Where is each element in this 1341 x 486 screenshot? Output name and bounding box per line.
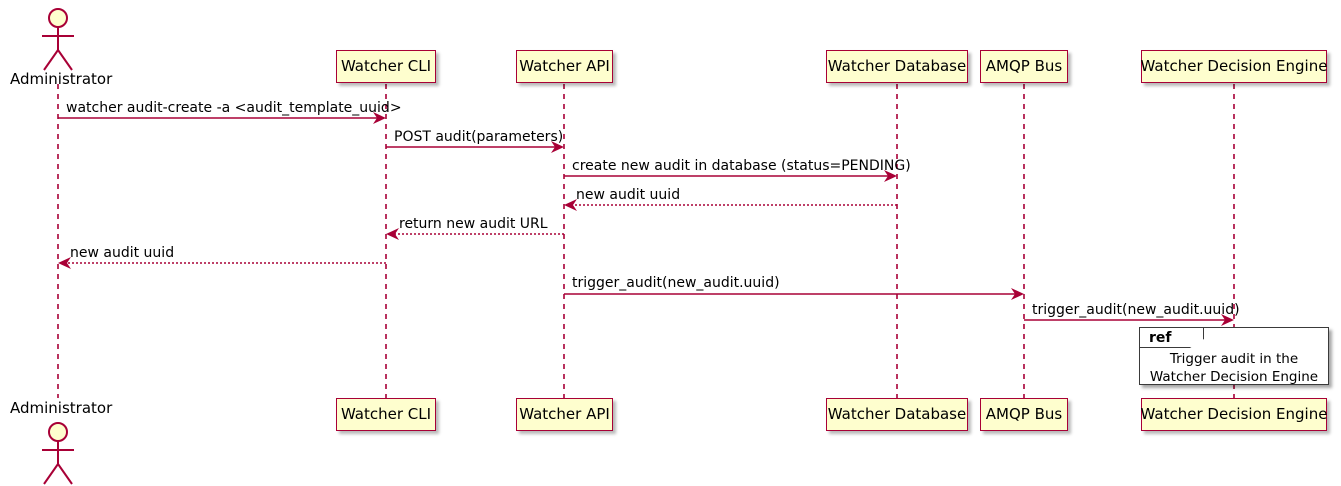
message-label-m3: create new audit in database (status=PEN… xyxy=(572,158,911,174)
participant-box-watcher-cli-bottom[interactable]: Watcher CLI xyxy=(336,398,436,431)
participant-box-watcher-db-bottom[interactable]: Watcher Database xyxy=(826,398,968,431)
actor-figure-administrator-bottom xyxy=(42,422,74,485)
participant-label: Watcher Database xyxy=(827,405,967,423)
message-label-m2: POST audit(parameters) xyxy=(394,129,564,145)
actor-label-administrator-bottom: Administrator xyxy=(10,399,113,417)
message-label-m4: new audit uuid xyxy=(576,187,681,203)
actor-head-icon xyxy=(48,422,68,442)
message-arrowhead-m8 xyxy=(1221,314,1234,326)
participant-box-amqp-bus-top[interactable]: AMQP Bus xyxy=(980,50,1068,83)
message-arrowhead-m6 xyxy=(58,257,71,269)
participant-label: Watcher CLI xyxy=(340,405,432,423)
message-label-m8: trigger_audit(new_audit.uuid) xyxy=(1032,302,1240,318)
actor-figure-administrator-top xyxy=(42,8,74,71)
actor-leg-left xyxy=(43,463,59,485)
actor-leg-left xyxy=(43,49,59,71)
participant-label: Watcher API xyxy=(519,405,610,423)
fragment-body-line: Trigger audit in the xyxy=(1169,351,1299,367)
participant-label: AMQP Bus xyxy=(985,57,1063,75)
participant-box-watcher-cli-top[interactable]: Watcher CLI xyxy=(336,50,436,83)
message-arrowhead-m5 xyxy=(386,228,399,240)
participant-label: Watcher API xyxy=(519,57,610,75)
fragment-tab xyxy=(1140,328,1204,348)
participant-label: Watcher CLI xyxy=(340,57,432,75)
message-arrowhead-m7 xyxy=(1011,288,1024,300)
participant-label: Watcher Decision Engine xyxy=(1140,57,1328,75)
message-label-m5: return new audit URL xyxy=(399,216,548,232)
fragment-tab-label: ref xyxy=(1149,330,1172,346)
message-label-m1: watcher audit-create -a <audit_template_… xyxy=(66,100,402,116)
actor-leg-right xyxy=(57,49,73,71)
message-arrowhead-m3 xyxy=(884,170,897,182)
participant-label: Watcher Database xyxy=(827,57,967,75)
message-arrowhead-m2 xyxy=(551,141,564,153)
message-label-m7: trigger_audit(new_audit.uuid) xyxy=(572,275,780,291)
participant-box-decision-engine-bottom[interactable]: Watcher Decision Engine xyxy=(1141,398,1327,431)
fragment-body-line: Watcher Decision Engine xyxy=(1149,369,1319,386)
message-arrowhead-m4 xyxy=(564,199,577,211)
participant-box-watcher-api-bottom[interactable]: Watcher API xyxy=(516,398,613,431)
participant-label: Watcher Decision Engine xyxy=(1140,405,1328,423)
message-arrowhead-m1 xyxy=(373,112,386,124)
participant-label: AMQP Bus xyxy=(985,405,1063,423)
message-label-m6: new audit uuid xyxy=(70,245,175,261)
actor-label-administrator-top: Administrator xyxy=(10,70,113,88)
participant-box-decision-engine-top[interactable]: Watcher Decision Engine xyxy=(1141,50,1327,83)
participant-box-amqp-bus-bottom[interactable]: AMQP Bus xyxy=(980,398,1068,431)
actor-head-icon xyxy=(48,8,68,28)
actor-leg-right xyxy=(57,463,73,485)
participant-box-watcher-db-top[interactable]: Watcher Database xyxy=(826,50,968,83)
participant-box-watcher-api-top[interactable]: Watcher API xyxy=(516,50,613,83)
